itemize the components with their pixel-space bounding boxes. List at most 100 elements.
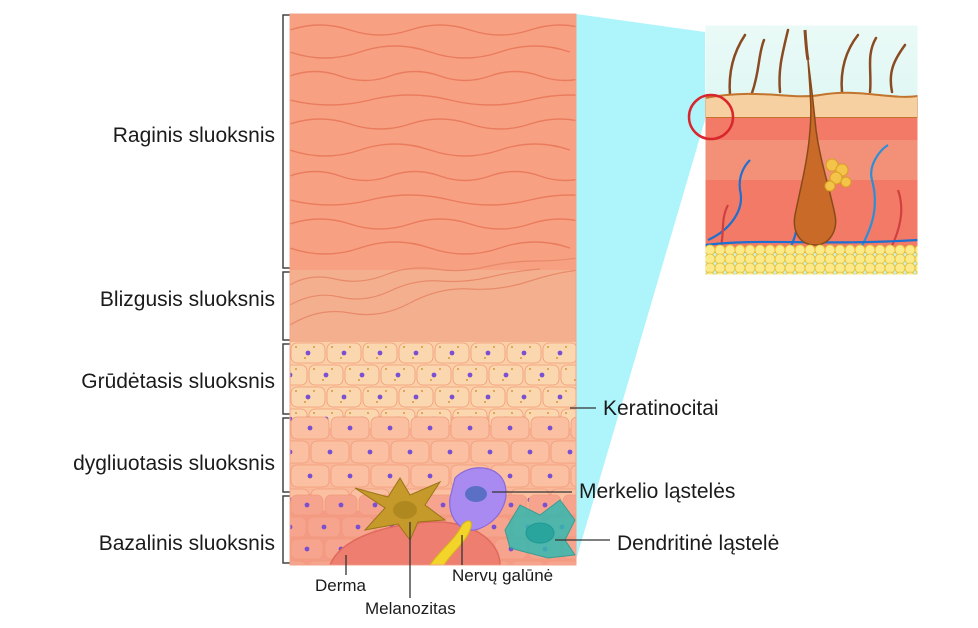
keratohyalin-granule [529,368,531,370]
melanocyte-cell [354,477,447,541]
lucidum-cells [290,257,576,326]
fat-cell [724,253,736,265]
fat-cell [864,253,876,265]
fat-cell [804,253,816,265]
callout-merkel: Merkelio ląstelės [579,480,736,503]
keratohyalin-granule [349,368,351,370]
keratohyalin-granule [439,368,441,370]
keratinocyte [560,364,576,386]
fat-cell [834,271,846,275]
fat-cell [774,262,786,274]
keratohyalin-granule [439,390,441,392]
keratohyalin-granule [511,412,513,414]
keratohyalin-granule [565,368,567,370]
keratohyalin-granule [421,346,423,348]
keratohyalin-granule [376,357,378,359]
fat-cell [904,271,916,275]
fat-cell [854,244,866,256]
fat-cell [784,253,796,265]
fat-cell [824,271,836,275]
fat-cell [824,244,836,256]
keratohyalin-granule [313,346,315,348]
cell-nucleus [487,449,493,455]
fat-cell [764,271,776,275]
fat-cell [864,262,876,274]
fat-cell [874,271,886,275]
keratohyalin-granule [304,401,306,403]
cell-nucleus [542,502,548,508]
cell-nucleus [413,394,419,400]
fat-cell [854,271,866,275]
cell-nucleus [307,425,313,431]
fat-cell [814,253,826,265]
cell-nucleus [547,473,553,479]
keratohyalin-granule [367,346,369,348]
keratohyalin-granule [403,390,405,392]
fat-cell [824,262,836,274]
keratohyalin-granule [385,412,387,414]
keratinocyte [570,416,576,440]
cell-nucleus [321,524,327,530]
keratohyalin-granule [511,346,513,348]
nerve-ending [429,520,472,565]
cell-nucleus [288,569,293,574]
keratohyalin-granule [529,346,531,348]
fat-cell [784,271,796,275]
keratohyalin-granule [475,346,477,348]
fat-cell [794,253,806,265]
cell-nucleus [507,473,513,479]
fat-cell [894,262,906,274]
fat-cell [884,271,896,275]
fat-cell [784,262,796,274]
cell-nucleus [387,425,393,431]
fat-cell [734,244,746,256]
fat-cell [724,271,736,275]
keratohyalin-granule [412,357,414,359]
keratohyalin-granule [529,412,531,414]
cell-nucleus [594,525,599,530]
cell-nucleus [539,372,545,378]
fat-cell [864,244,876,256]
keratohyalin-granule [565,390,567,392]
layer-label-granulosum: Grūdėtasis sluoksnis [81,370,275,393]
fat-cell [714,262,726,274]
cell-nucleus [594,569,599,574]
cell-nucleus [407,449,413,455]
cell-nucleus [347,473,353,479]
cell-nucleus [327,449,333,455]
hair-follicle [793,59,837,246]
cell-nucleus [507,425,513,431]
fat-cell [734,271,746,275]
fat-cell [714,244,726,256]
cell-nucleus [424,569,429,574]
keratohyalin-granule [421,390,423,392]
keratohyalin-granule [367,368,369,370]
keratohyalin-granule [322,379,324,381]
layer-label-lucidum: Blizgusis sluoksnis [99,288,275,311]
keratohyalin-granule [313,412,315,414]
callout-melanocyte: Melanozitas [365,599,456,618]
keratohyalin-granule [439,346,441,348]
callout-dermis: Derma [315,576,367,595]
keratohyalin-granule [448,357,450,359]
keratohyalin-granule [448,401,450,403]
cell-nucleus [323,372,329,378]
keratinocyte [580,561,612,581]
fat-cell [904,244,916,256]
keratohyalin-granule [385,368,387,370]
fat-cell [764,244,776,256]
keratohyalin-granule [421,412,423,414]
keratohyalin-granule [556,401,558,403]
zoom-connector [576,14,705,560]
fat-cell [784,244,796,256]
keratohyalin-granule [340,357,342,359]
cell-nucleus [390,569,395,574]
fat-cell [714,253,726,265]
keratohyalin-granule [349,346,351,348]
keratohyalin-granule [547,346,549,348]
keratohyalin-granule [295,390,297,392]
keratohyalin-granule [520,401,522,403]
keratohyalin-granule [349,390,351,392]
keratohyalin-granule [331,368,333,370]
fat-cell [834,262,846,274]
